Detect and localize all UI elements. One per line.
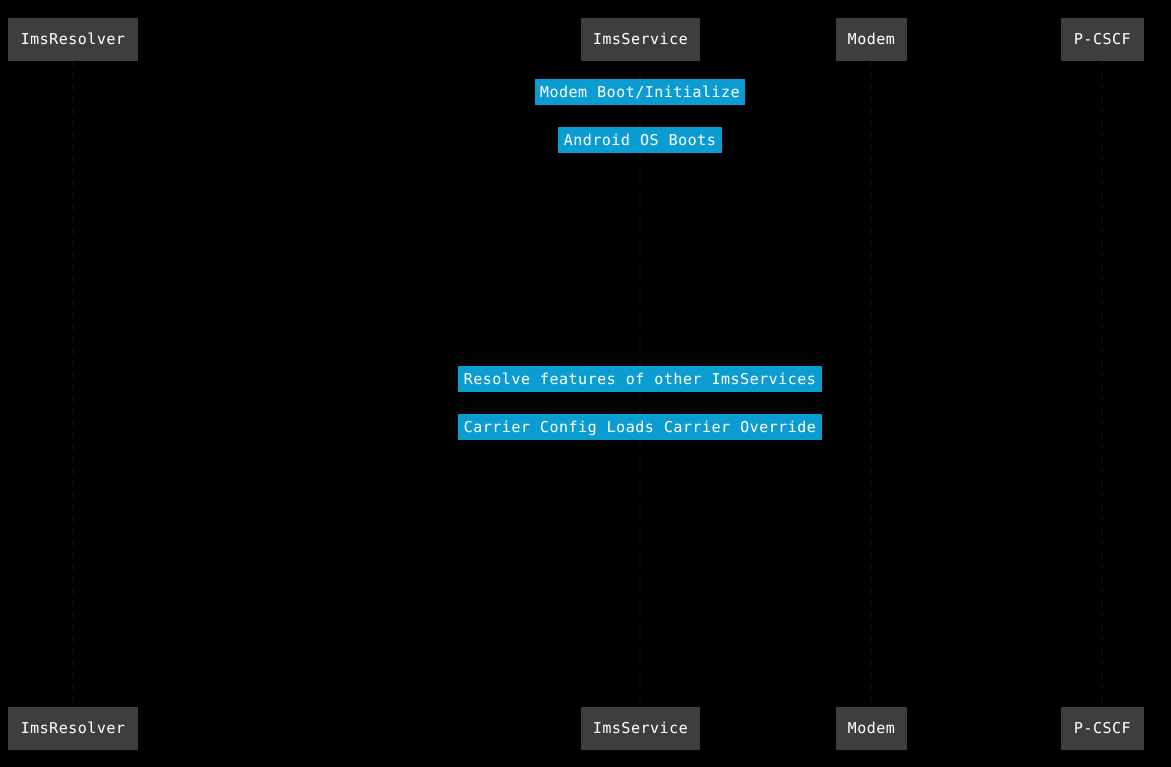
participant-bottom-imsresolver[interactable]: ImsResolver <box>8 707 138 750</box>
note-text: Modem Boot/Initialize <box>539 82 741 101</box>
participant-label: ImsResolver <box>20 30 126 48</box>
note-android-os-boots[interactable]: Android OS Boots <box>558 127 722 153</box>
note-modem-boot-initialize[interactable]: Modem Boot/Initialize <box>535 79 745 105</box>
participant-label: Modem <box>847 719 896 737</box>
participant-label: Modem <box>847 30 896 48</box>
participant-bottom-modem[interactable]: Modem <box>836 707 907 750</box>
note-resolve-features-of-other-imsservices[interactable]: Resolve features of other ImsServices <box>458 366 822 392</box>
note-text: Resolve features of other ImsServices <box>463 369 817 388</box>
participant-bottom-imsservice[interactable]: ImsService <box>581 707 700 750</box>
note-text: Android OS Boots <box>563 130 717 149</box>
participant-bottom-pcscf[interactable]: P-CSCF <box>1061 707 1144 750</box>
participant-label: ImsService <box>592 30 689 48</box>
lifeline-pcscf <box>1101 60 1103 707</box>
participant-label: ImsService <box>592 719 689 737</box>
participant-label: P-CSCF <box>1073 30 1132 48</box>
participant-top-pcscf[interactable]: P-CSCF <box>1061 18 1144 61</box>
note-text: Carrier Config Loads Carrier Override <box>463 417 817 436</box>
lifeline-modem <box>870 60 872 707</box>
participant-top-imsservice[interactable]: ImsService <box>581 18 700 61</box>
participant-top-imsresolver[interactable]: ImsResolver <box>8 18 138 61</box>
lifeline-imsresolver <box>72 60 74 707</box>
note-carrier-config-loads-carrier-override[interactable]: Carrier Config Loads Carrier Override <box>458 414 822 440</box>
participant-label: P-CSCF <box>1073 719 1132 737</box>
participant-label: ImsResolver <box>20 719 126 737</box>
participant-top-modem[interactable]: Modem <box>836 18 907 61</box>
